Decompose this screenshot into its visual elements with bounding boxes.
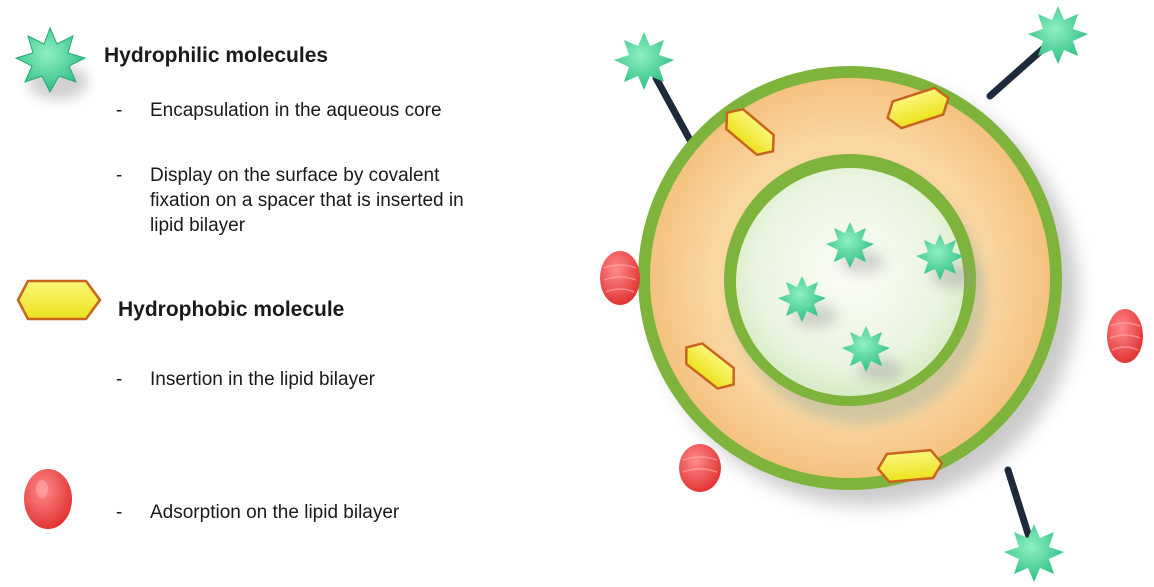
spacer-bottom-right <box>1008 470 1030 540</box>
item-text: Encapsulation in the aqueous core <box>150 98 470 123</box>
bullet: - <box>116 367 150 392</box>
star-molecule <box>614 32 674 90</box>
item-text: Insertion in the lipid bilayer <box>150 367 375 392</box>
red-globule <box>679 444 721 492</box>
red-globule <box>1107 309 1143 363</box>
aqueous-core <box>736 168 964 396</box>
spacer-top-right <box>990 48 1044 96</box>
hydrophilic-item-2: - Display on the surface by covalent fix… <box>116 163 506 238</box>
red-globule <box>600 251 640 305</box>
bullet: - <box>116 98 150 123</box>
red-globule-icon <box>20 463 80 535</box>
yellow-hexagon-icon <box>14 275 106 325</box>
bullet: - <box>116 500 150 525</box>
hexagon-molecule <box>877 449 943 482</box>
hydrophilic-item-1: - Encapsulation in the aqueous core <box>116 98 506 123</box>
legend-panel: Hydrophilic molecules - Encapsulation in… <box>0 0 560 587</box>
star-molecule <box>1004 524 1064 582</box>
green-star-icon <box>6 20 96 110</box>
item-text: Display on the surface by covalent fixat… <box>150 163 490 238</box>
spacer-top-left <box>656 78 690 140</box>
adsorbed-item-1: - Adsorption on the lipid bilayer <box>116 500 506 525</box>
bullet: - <box>116 163 150 238</box>
hydrophobic-item-1: - Insertion in the lipid bilayer <box>116 367 506 392</box>
hydrophilic-heading: Hydrophilic molecules <box>104 44 328 68</box>
liposome-diagram <box>560 0 1154 587</box>
item-text: Adsorption on the lipid bilayer <box>150 500 399 525</box>
hydrophobic-heading: Hydrophobic molecule <box>118 298 344 322</box>
